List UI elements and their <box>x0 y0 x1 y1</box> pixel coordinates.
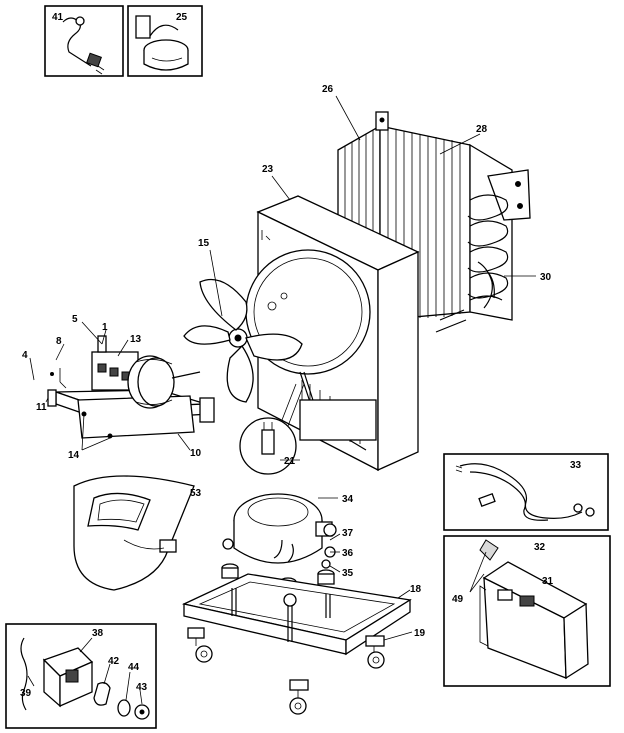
callout-26: 26 <box>322 84 334 95</box>
cover-53 <box>73 475 195 591</box>
callout-34: 34 <box>342 494 354 505</box>
callout-1: 1 <box>102 322 108 333</box>
callout-38: 38 <box>92 628 104 639</box>
callout-37: 37 <box>342 528 354 539</box>
callout-14: 14 <box>68 450 80 461</box>
callout-8: 8 <box>56 336 62 347</box>
callout-10: 10 <box>190 448 202 459</box>
inset-switch-38 <box>5 623 157 729</box>
callout-44: 44 <box>128 662 140 673</box>
callout-15: 15 <box>198 238 210 249</box>
callout-25: 25 <box>176 12 188 23</box>
callout-35: 35 <box>342 568 354 579</box>
callout-11: 11 <box>36 402 47 413</box>
inset-harness-33 <box>443 453 609 531</box>
callout-41: 41 <box>52 12 64 23</box>
callout-4: 4 <box>22 350 28 361</box>
base-pan-18 <box>181 573 412 656</box>
casters-19 <box>187 627 385 715</box>
callout-31: 31 <box>542 576 554 587</box>
inset-float-25 <box>127 5 203 77</box>
callout-21: 21 <box>284 456 296 467</box>
callout-13: 13 <box>130 334 142 345</box>
callout-53: 53 <box>190 488 202 499</box>
callout-39: 39 <box>20 688 32 699</box>
leader-lines <box>27 95 536 705</box>
callout-33: 33 <box>570 460 582 471</box>
callout-labels: 41 25 26 28 23 15 30 5 1 13 8 4 11 10 14… <box>20 12 582 699</box>
callout-49: 49 <box>452 594 464 605</box>
compressor-34 <box>233 493 337 564</box>
callout-32: 32 <box>534 542 546 553</box>
fan-motor-assembly <box>47 335 215 439</box>
callout-43: 43 <box>136 682 148 693</box>
callout-30: 30 <box>540 272 552 283</box>
callout-42: 42 <box>108 656 120 667</box>
inset-bucket-31 <box>443 535 611 687</box>
fan-blade-15 <box>183 278 303 403</box>
callout-5: 5 <box>72 314 78 325</box>
callout-23: 23 <box>262 164 274 175</box>
inset-cord-41 <box>44 5 124 77</box>
callout-36: 36 <box>342 548 354 559</box>
callout-19: 19 <box>414 628 426 639</box>
callout-18: 18 <box>410 584 422 595</box>
condenser-coil-28 <box>435 143 531 333</box>
callout-28: 28 <box>476 124 488 135</box>
